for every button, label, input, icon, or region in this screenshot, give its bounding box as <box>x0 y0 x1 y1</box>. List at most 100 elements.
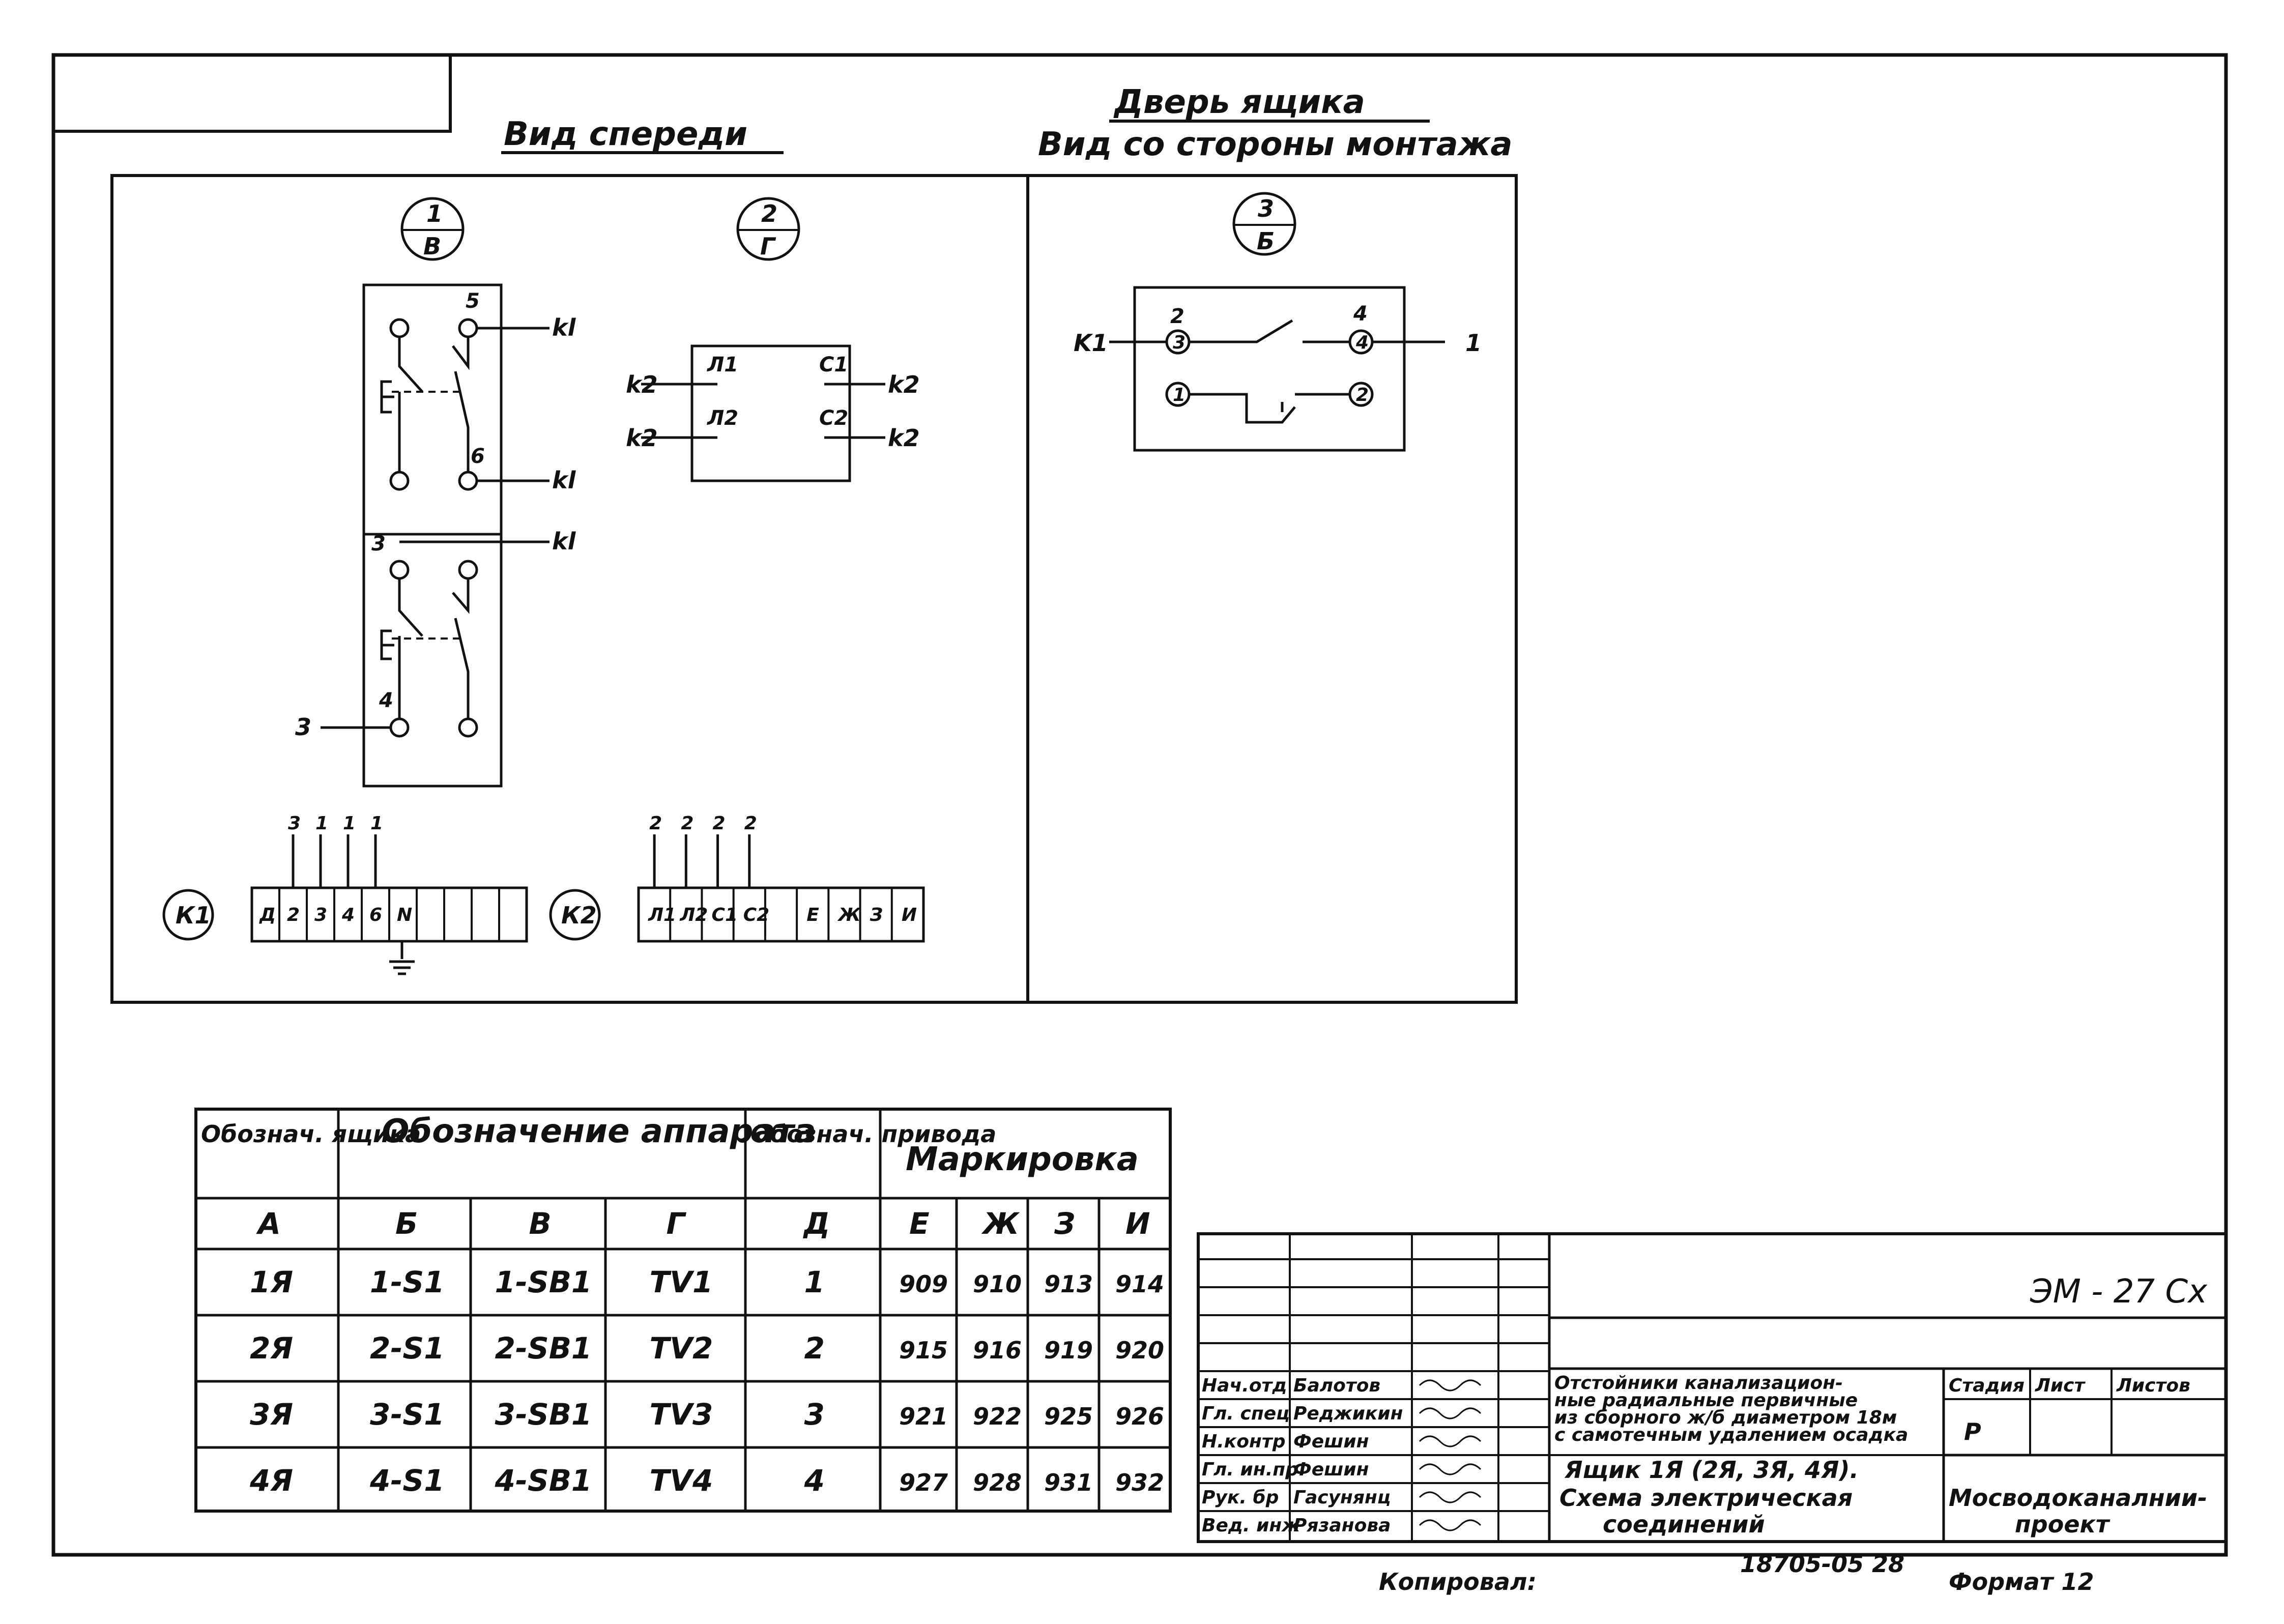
table-cell: 915 <box>899 1337 948 1364</box>
column-letter: Ж <box>981 1206 1020 1241</box>
table-cell: 927 <box>899 1469 948 1496</box>
door-subheading: Вид со стороны монтажа <box>1038 126 1513 163</box>
svg-text:Лист: Лист <box>2035 1375 2086 1396</box>
terminal-label: 4 <box>341 905 355 925</box>
svg-text:kl: kl <box>552 314 576 341</box>
table-cell: 931 <box>1044 1469 1093 1496</box>
table-cell: 4Я <box>249 1463 293 1498</box>
svg-text:соединений: соединений <box>1603 1511 1765 1538</box>
svg-text:kl: kl <box>552 467 576 494</box>
signature-role: Гл. ин.пр <box>1202 1459 1298 1480</box>
drawing-number: 18705-05 28 <box>1740 1550 1904 1578</box>
table-cell: 2 <box>804 1331 825 1366</box>
signature-scribble <box>1419 1491 1482 1503</box>
wire-label: 1 <box>315 813 328 834</box>
terminal-label: N <box>397 905 412 925</box>
terminal-label: 2 <box>287 905 300 925</box>
table-cell: 932 <box>1115 1469 1164 1496</box>
svg-text:Обозначение аппарата: Обозначение аппарата <box>382 1113 816 1150</box>
column-letter: Б <box>395 1206 418 1241</box>
svg-text:k2: k2 <box>888 371 920 398</box>
svg-text:Ящик 1Я (2Я, 3Я, 4Я).: Ящик 1Я (2Я, 3Я, 4Я). <box>1564 1456 1859 1484</box>
svg-text:с самотечным удалением осадка: с самотечным удалением осадка <box>1554 1425 1908 1445</box>
svg-text:ные радиальные первичные: ные радиальные первичные <box>1554 1390 1858 1411</box>
svg-text:k2: k2 <box>626 371 658 398</box>
svg-text:Отстойники канализацион-: Отстойники канализацион- <box>1554 1373 1843 1394</box>
terminal-label: Л2 <box>679 905 708 925</box>
table-cell: 1-SB1 <box>495 1265 592 1299</box>
svg-text:Р: Р <box>1964 1418 1981 1445</box>
signature-name: Фешин <box>1293 1459 1369 1480</box>
signature-name: Гасунянц <box>1293 1487 1391 1508</box>
transformer-tv: Л1 Л2 С1 С2 k2 k2 k2 k2 <box>626 344 920 482</box>
table-cell: 1 <box>804 1265 825 1299</box>
terminal-label: Л1 <box>648 905 676 925</box>
table-cell: 926 <box>1115 1403 1164 1430</box>
wire-label: 2 <box>713 813 726 834</box>
signature-scribble <box>1419 1435 1482 1447</box>
svg-text:3: 3 <box>1258 195 1274 222</box>
table-cell: TV4 <box>650 1463 713 1498</box>
column-letter: В <box>529 1206 552 1241</box>
svg-text:3: 3 <box>1173 332 1186 353</box>
table-cell: 913 <box>1044 1270 1093 1298</box>
wire-label: 3 <box>288 813 301 834</box>
table-cell: 922 <box>973 1403 1022 1430</box>
svg-text:k2: k2 <box>626 424 658 452</box>
wire-label: 2 <box>744 813 757 834</box>
signature-name: Балотов <box>1293 1375 1380 1396</box>
signature-scribble <box>1419 1463 1482 1475</box>
signature-scribble <box>1419 1519 1482 1531</box>
svg-text:3: 3 <box>295 713 311 741</box>
svg-text:Листов: Листов <box>2116 1375 2190 1396</box>
copied-by-label: Копировал: <box>1379 1568 1537 1596</box>
svg-text:1: 1 <box>426 200 443 227</box>
column-letter: З <box>1054 1206 1075 1241</box>
callout-bubble-1: 1 В <box>400 197 465 261</box>
table-cell: 909 <box>899 1270 948 1298</box>
front-view-panel <box>110 174 1029 1004</box>
wire-label: 1 <box>343 813 356 834</box>
svg-text:4: 4 <box>1355 332 1369 353</box>
terminal-label: 6 <box>369 905 382 925</box>
signature-role: Нач.отд <box>1202 1375 1287 1396</box>
svg-text:Г: Г <box>760 233 776 260</box>
table-cell: 3Я <box>250 1397 293 1432</box>
terminal-label: Д <box>259 905 276 925</box>
sheet-frame <box>51 53 2228 1557</box>
table-cell: 916 <box>973 1337 1022 1364</box>
door-button-sb1: 2 4 3 4 1 2 K1 1 <box>1074 286 1482 452</box>
signature-name: Реджикин <box>1293 1403 1403 1424</box>
wire-label: 1 <box>370 813 383 834</box>
corner-stamp-box <box>52 53 452 133</box>
signature-role: Н.контр <box>1202 1431 1285 1452</box>
terminal-label: Ж <box>836 905 861 925</box>
table-cell: 4 <box>804 1463 825 1498</box>
terminal-label: З <box>870 905 883 925</box>
signature-role: Вед. инж <box>1202 1515 1300 1536</box>
svg-text:Маркировка: Маркировка <box>906 1141 1139 1178</box>
svg-text:2: 2 <box>1356 385 1369 405</box>
front-view-heading: Вид спереди <box>504 115 747 153</box>
terminal-label: Е <box>806 905 819 925</box>
svg-text:5: 5 <box>466 289 480 313</box>
svg-text:С1: С1 <box>819 353 848 376</box>
wire-label: 2 <box>649 813 662 834</box>
callout-bubble-3: 3 Б <box>1232 192 1296 256</box>
column-letter: Е <box>909 1206 930 1241</box>
box-marking-table: Обознач. ящика Обозначение аппарата Обоз… <box>194 1108 1172 1513</box>
table-cell: 910 <box>973 1270 1022 1298</box>
table-cell: 920 <box>1115 1337 1164 1364</box>
svg-text:k2: k2 <box>888 424 920 452</box>
svg-text:2: 2 <box>761 200 777 227</box>
table-cell: TV1 <box>650 1265 713 1299</box>
table-cell: 1-S1 <box>370 1265 445 1299</box>
wire-label: 2 <box>681 813 693 834</box>
table-cell: 4-SB1 <box>495 1463 592 1498</box>
svg-text:Обознач. привода: Обознач. привода <box>750 1120 996 1148</box>
